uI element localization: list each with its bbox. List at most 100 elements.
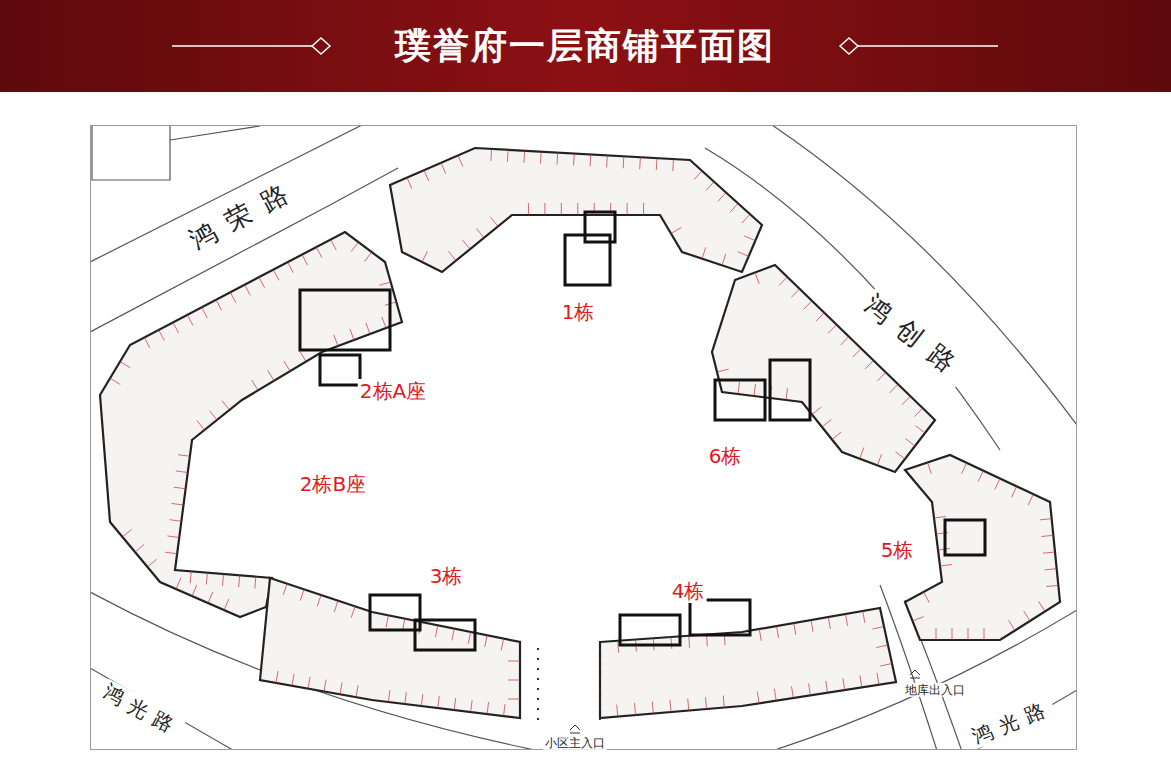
shop-divider [448, 251, 456, 260]
shop-divider [738, 382, 739, 394]
shop-divider [777, 626, 779, 638]
building-name: 6栋 [707, 444, 744, 468]
entrance-marks [538, 648, 600, 720]
shop-divider [259, 277, 265, 288]
shop-divider [1012, 486, 1017, 497]
shop-divider [350, 329, 354, 340]
shop-divider [216, 300, 222, 311]
tower-core [320, 355, 360, 385]
shop-divider [435, 625, 437, 637]
shop-divider [880, 664, 892, 667]
shop-divider [759, 629, 761, 641]
shop-divider [487, 702, 488, 714]
shop-divider [501, 639, 503, 651]
shop-divider [192, 585, 197, 596]
entrance-label: 地库出入口 [903, 683, 967, 697]
tower-core [585, 212, 615, 242]
shop-divider [723, 696, 724, 708]
shop-divider [606, 155, 608, 167]
shop-divider [872, 627, 884, 630]
shop-divider [364, 252, 371, 262]
shop-divider [617, 705, 618, 717]
shop-divider [386, 615, 388, 627]
shop-divider [722, 254, 726, 265]
shop-divider [561, 203, 562, 215]
shop-divider [334, 601, 338, 612]
shop-divider [245, 285, 251, 296]
shop-divider [934, 517, 946, 518]
shop-divider [853, 348, 861, 357]
shop-divider [544, 203, 545, 215]
shop-divider [694, 171, 702, 180]
shop-divider [877, 454, 881, 465]
tower-core [945, 520, 985, 555]
shop-divider [730, 203, 738, 212]
shop-divider [176, 471, 188, 473]
ornament-line [858, 45, 998, 47]
shop-divider [940, 565, 952, 566]
building-footprint [712, 265, 935, 472]
shop-divider [1009, 620, 1015, 630]
shop-divider [317, 595, 321, 606]
shop-divider [828, 325, 836, 334]
shop-divider [936, 628, 937, 640]
shop-divider [915, 426, 925, 433]
shop-divider [300, 351, 306, 361]
shop-divider [523, 151, 525, 163]
shop-divider [928, 463, 932, 474]
entrance-label: 小区主入口 [543, 736, 607, 750]
tower-core [415, 620, 475, 650]
shop-divider [508, 699, 520, 700]
shop-divider [840, 337, 848, 346]
shop-divider [702, 247, 706, 258]
road-lines [91, 126, 1076, 749]
shop-divider [351, 242, 358, 252]
shop-divider [197, 421, 204, 430]
shop-divider [276, 671, 278, 683]
shop-divider [110, 378, 120, 384]
shop-divider [458, 155, 463, 166]
shop-divider [913, 617, 924, 621]
shop-divider [159, 330, 165, 341]
shop-divider [794, 623, 796, 635]
shop-divider [356, 685, 358, 697]
building-footprint [390, 148, 762, 272]
shop-divider [877, 372, 885, 381]
shop-divider [643, 203, 644, 215]
shop-divider [421, 694, 422, 706]
shop-divider [268, 371, 274, 381]
shop-divider [890, 384, 898, 393]
shop-divider [424, 170, 429, 181]
shop-divider [1040, 519, 1052, 520]
tower-core [620, 615, 680, 645]
shop-divider [382, 317, 386, 328]
shop-divider [454, 698, 455, 710]
shop-divider [984, 628, 985, 640]
shop-divider [324, 680, 326, 692]
shop-divider [366, 323, 370, 334]
shop-divider [688, 636, 690, 648]
shop-divider [738, 252, 749, 257]
shop-divider [462, 240, 470, 249]
shop-divider [577, 203, 578, 215]
building-footprint [600, 608, 896, 718]
shop-divider [742, 214, 750, 223]
shop-divider [173, 322, 179, 333]
shop-divider [1039, 601, 1045, 611]
shop-divider [316, 247, 322, 258]
shop-divider [334, 335, 338, 346]
shop-divider [791, 289, 799, 298]
shop-divider [843, 678, 845, 690]
shop-divider [504, 704, 505, 716]
shop-divider [902, 396, 910, 405]
shop-divider [190, 571, 192, 583]
shop-divider [757, 691, 759, 703]
shop-divider [652, 702, 653, 714]
shop-divider [828, 617, 830, 629]
shop-divider [476, 228, 484, 237]
shop-divider [144, 337, 150, 348]
building-name: 2栋B座 [298, 472, 368, 496]
shop-divider [405, 692, 406, 704]
building-name: 3栋 [428, 564, 465, 588]
